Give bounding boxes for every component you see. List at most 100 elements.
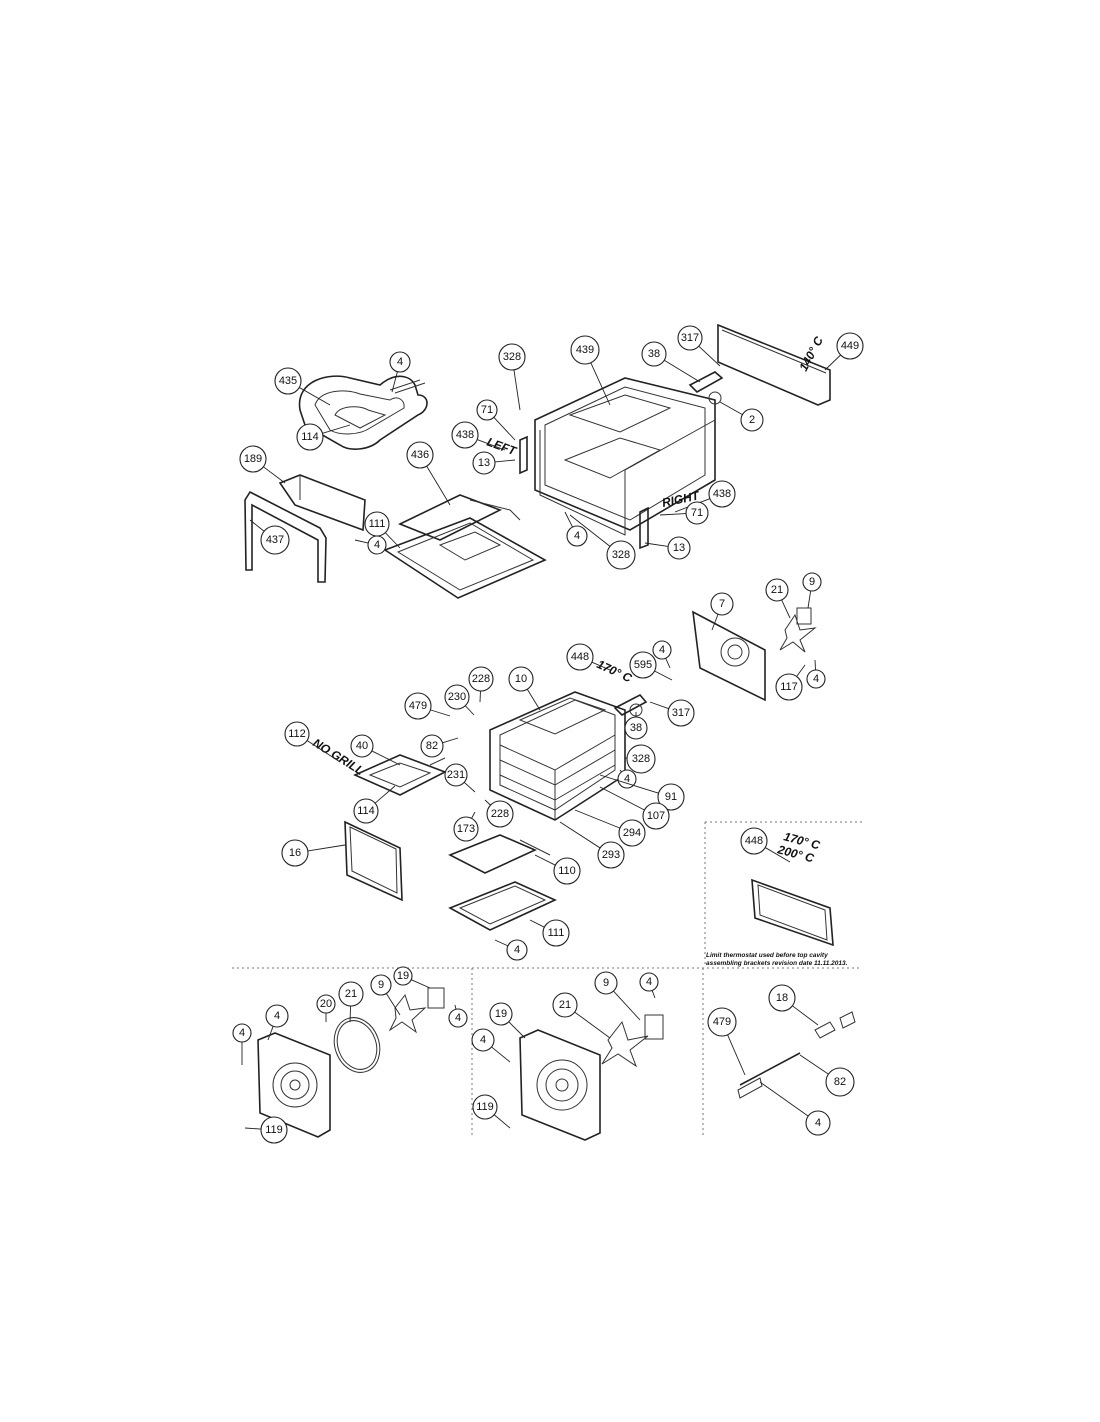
callout-4: 4 bbox=[759, 1081, 831, 1136]
callout-leader bbox=[651, 990, 656, 999]
callout-4: 4 bbox=[639, 972, 659, 999]
callout-circle bbox=[350, 734, 374, 758]
callout-number: 21 bbox=[771, 584, 783, 596]
callout-leader bbox=[463, 781, 476, 793]
callout-leader bbox=[664, 359, 701, 383]
fan-motor-mid bbox=[796, 607, 812, 625]
callout-number: 4 bbox=[574, 530, 580, 542]
callout-4: 4 bbox=[448, 1004, 468, 1028]
callout-number: 231 bbox=[447, 769, 465, 781]
callout-leader bbox=[464, 705, 475, 716]
callout-20: 20 bbox=[316, 994, 336, 1022]
callout-number: 317 bbox=[672, 707, 690, 719]
callout-479: 479 bbox=[707, 1007, 746, 1076]
callout-circle bbox=[453, 816, 479, 842]
callout-111: 111 bbox=[529, 919, 570, 947]
callout-leader bbox=[349, 1005, 352, 1023]
callout-4: 4 bbox=[389, 351, 411, 393]
callout-circle bbox=[370, 974, 392, 996]
callout-595: 595 bbox=[629, 651, 673, 681]
callout-173: 173 bbox=[453, 811, 479, 842]
callout-317: 317 bbox=[649, 699, 695, 727]
callout-437: 437 bbox=[249, 519, 290, 555]
callout-circle bbox=[570, 335, 600, 365]
callout-4: 4 bbox=[806, 659, 826, 689]
callout-number: 38 bbox=[648, 348, 660, 360]
callout-number: 40 bbox=[356, 740, 368, 752]
callout-10: 10 bbox=[508, 666, 541, 711]
callout-82: 82 bbox=[799, 1054, 855, 1097]
callout-number: 9 bbox=[603, 977, 609, 989]
callout-114: 114 bbox=[353, 785, 396, 824]
callout-leader bbox=[814, 659, 816, 671]
fan-cover-2 bbox=[519, 1029, 601, 1141]
callout-circle bbox=[506, 939, 528, 961]
callout-9: 9 bbox=[370, 974, 401, 1016]
callout-number: 449 bbox=[841, 340, 859, 352]
callout-leader bbox=[698, 345, 721, 367]
callout-number: 9 bbox=[378, 979, 384, 991]
note-line-2: assembling brackets revision date 11.11.… bbox=[706, 960, 848, 967]
callout-leader bbox=[792, 1005, 819, 1026]
callout-circle bbox=[451, 421, 479, 449]
callout-circle bbox=[265, 1004, 289, 1028]
callout-328: 328 bbox=[569, 514, 636, 570]
callout-16: 16 bbox=[281, 839, 346, 867]
callout-leader bbox=[765, 847, 791, 863]
callout-circle bbox=[765, 578, 789, 602]
callout-number: 4 bbox=[480, 1034, 486, 1046]
callout-circle bbox=[825, 1067, 855, 1097]
callout-leader bbox=[719, 401, 743, 415]
callout-number: 4 bbox=[514, 944, 520, 956]
callout-number: 21 bbox=[559, 999, 571, 1011]
callout-circle bbox=[566, 525, 588, 547]
callout-circle bbox=[389, 351, 411, 373]
callout-leader bbox=[727, 1034, 746, 1076]
callout-119: 119 bbox=[472, 1094, 511, 1129]
callout-4: 4 bbox=[564, 511, 588, 547]
callout-294: 294 bbox=[574, 809, 646, 847]
fan-mount-plate bbox=[692, 610, 766, 702]
callout-leader bbox=[391, 371, 398, 393]
callout-circle bbox=[639, 972, 659, 992]
callout-19: 19 bbox=[489, 1002, 526, 1039]
callout-number: 20 bbox=[320, 998, 332, 1010]
main-oven-cavity bbox=[489, 691, 626, 821]
label-temp-140: 140° C bbox=[796, 334, 826, 373]
callout-leader bbox=[426, 465, 451, 506]
callout-231: 231 bbox=[444, 763, 476, 793]
callout-189: 189 bbox=[239, 445, 286, 484]
callout-circle bbox=[667, 699, 695, 727]
callout-number: 328 bbox=[632, 753, 650, 765]
callout-circle bbox=[626, 744, 656, 774]
callout-circle bbox=[489, 1002, 513, 1026]
callout-circle bbox=[667, 536, 691, 560]
callout-leader bbox=[471, 811, 476, 819]
callout-13: 13 bbox=[644, 536, 691, 560]
callout-71: 71 bbox=[476, 399, 516, 441]
callout-circle bbox=[472, 451, 496, 475]
callout-leader bbox=[306, 740, 341, 763]
callout-leader bbox=[374, 785, 396, 804]
callout-13: 13 bbox=[472, 451, 516, 475]
callout-number: 479 bbox=[713, 1016, 731, 1028]
callout-449: 449 bbox=[824, 332, 864, 371]
callout-number: 4 bbox=[455, 1012, 461, 1024]
callout-circle bbox=[296, 423, 324, 451]
callout-number: 228 bbox=[491, 808, 509, 820]
label-temp-170-mid: 170° C bbox=[595, 657, 635, 685]
callout-leader bbox=[477, 439, 506, 451]
callout-circle bbox=[617, 769, 637, 789]
callout-circle bbox=[710, 592, 734, 616]
callout-leader bbox=[442, 737, 459, 744]
fan-blade-1 bbox=[388, 993, 427, 1034]
callout-circle bbox=[444, 684, 470, 710]
callout-circle bbox=[707, 1007, 737, 1037]
callout-leader bbox=[591, 661, 611, 671]
callout-leader bbox=[430, 709, 451, 717]
callout-circle bbox=[552, 992, 578, 1018]
callout-number: 595 bbox=[634, 659, 652, 671]
callout-number: 230 bbox=[448, 691, 466, 703]
fan-motor-1 bbox=[427, 987, 445, 1009]
base-plate-top bbox=[383, 517, 547, 599]
